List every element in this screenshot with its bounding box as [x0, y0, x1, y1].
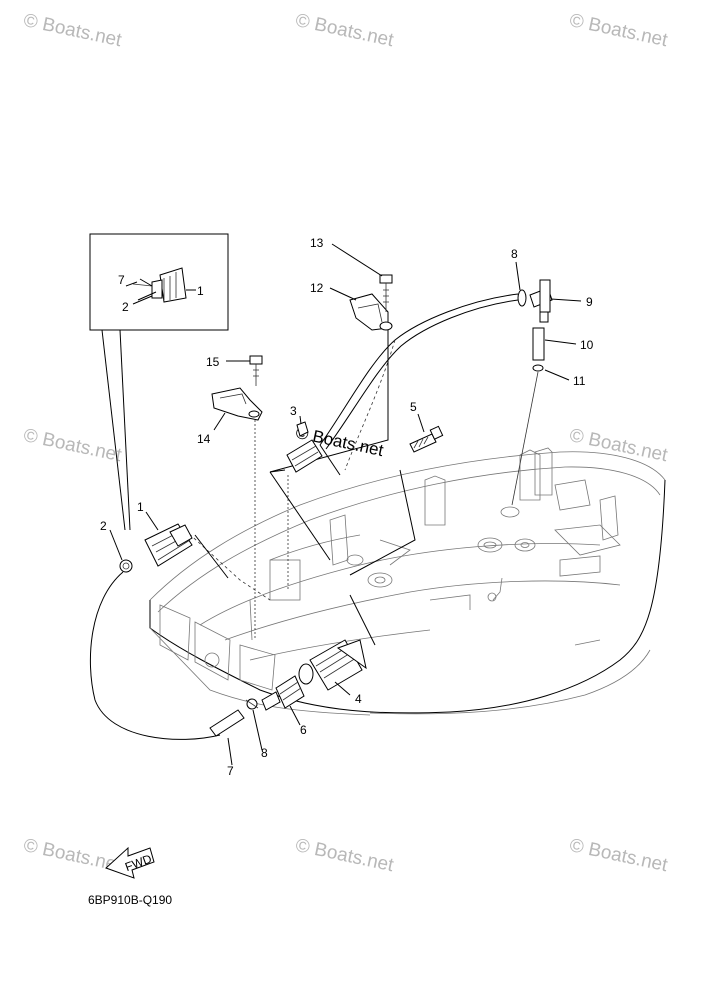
hose-routing: [89, 293, 539, 740]
callout-10: 10: [580, 338, 594, 352]
callout-7: 7: [227, 764, 234, 778]
part-11-clip: [532, 364, 544, 372]
part-6-fitting: [261, 675, 305, 711]
callout-numbers: 7 2 1 1 2 3 4 5 6 7 8 8 9 10 11 12 13 14…: [100, 236, 594, 778]
callout-leaders: [109, 243, 582, 766]
callout-15: 15: [206, 355, 220, 369]
callout-8-lower: 8: [261, 746, 268, 760]
fwd-arrow-icon: FWD: [105, 846, 155, 879]
callout-1: 1: [137, 500, 144, 514]
callout-2: 2: [100, 519, 107, 533]
part-5-screw: [409, 425, 444, 453]
part-10-hose: [532, 327, 545, 361]
callout-11: 11: [573, 374, 586, 388]
callout-5: 5: [410, 400, 417, 414]
callout-14: 14: [197, 432, 211, 446]
callout-6: 6: [300, 723, 307, 737]
part-2-clip: [119, 559, 133, 573]
part-9-tee: [529, 279, 553, 323]
part-12-bracket: [349, 293, 393, 331]
diagram-code: 6BP910B-Q190: [88, 893, 173, 907]
inset-callout: 1: [197, 284, 204, 298]
callout-12: 12: [310, 281, 324, 295]
callout-13: 13: [310, 236, 324, 250]
callout-9: 9: [586, 295, 593, 309]
part-7-hose: [209, 709, 245, 737]
part-1-grommet: [144, 523, 193, 567]
callout-8-upper: 8: [511, 247, 518, 261]
part-3-grommet: [286, 421, 323, 473]
inset-callout: 2: [122, 300, 129, 314]
part-8-clip-lower: [245, 698, 259, 710]
callout-3: 3: [290, 404, 297, 418]
callout-4: 4: [355, 692, 362, 706]
detail-inset: [89, 233, 229, 331]
inset-callout: 7: [118, 273, 125, 287]
part-13-bolt: [379, 274, 393, 312]
part-8-clip-upper: [517, 289, 527, 307]
bottom-cowling: [149, 447, 666, 716]
part-14-bracket: [211, 387, 263, 421]
part-4-grommet: [298, 639, 367, 691]
part-15-bolt: [249, 355, 263, 386]
